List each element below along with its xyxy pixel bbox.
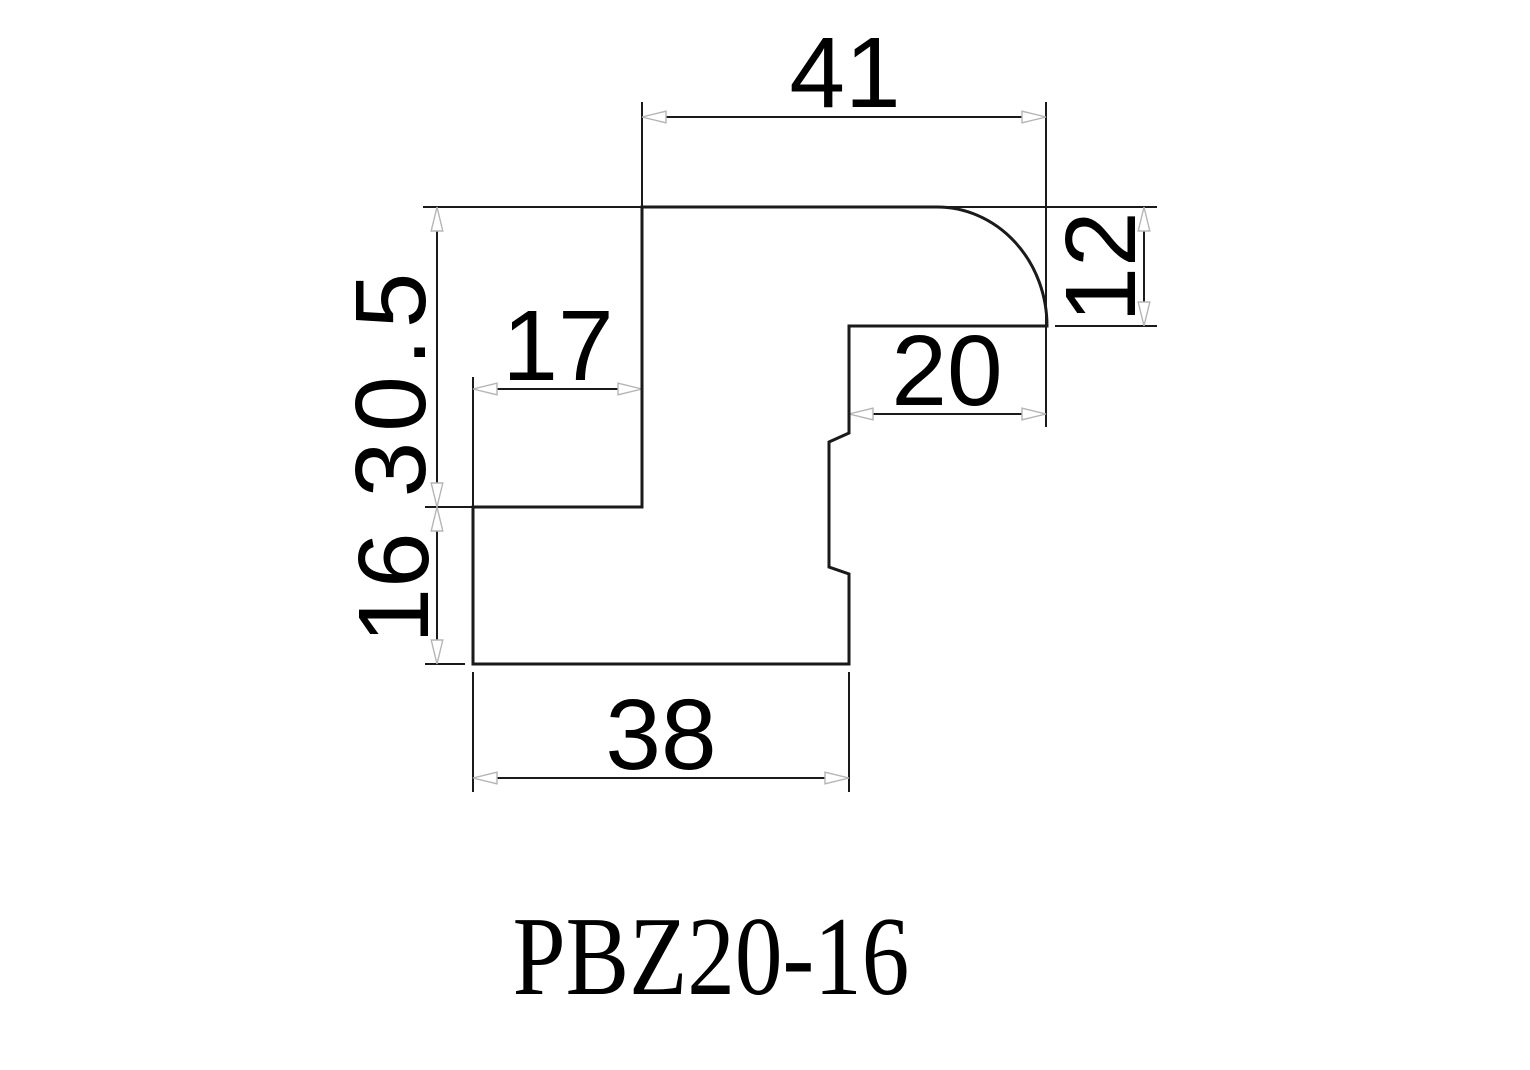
dim-12-label: 12 xyxy=(1045,211,1157,323)
dim-30-5-label: 30.5 xyxy=(335,262,447,498)
profile-outline xyxy=(471,205,1049,666)
drawing-title: PBZ20-16 xyxy=(512,895,910,1019)
dimension-lines xyxy=(430,110,1151,785)
dim-41-label: 41 xyxy=(789,17,901,129)
dim-20-label: 20 xyxy=(891,315,1003,427)
dim-38-label: 38 xyxy=(605,679,717,791)
dim-17-label: 17 xyxy=(502,290,614,402)
dim-16-label: 16 xyxy=(338,532,450,644)
